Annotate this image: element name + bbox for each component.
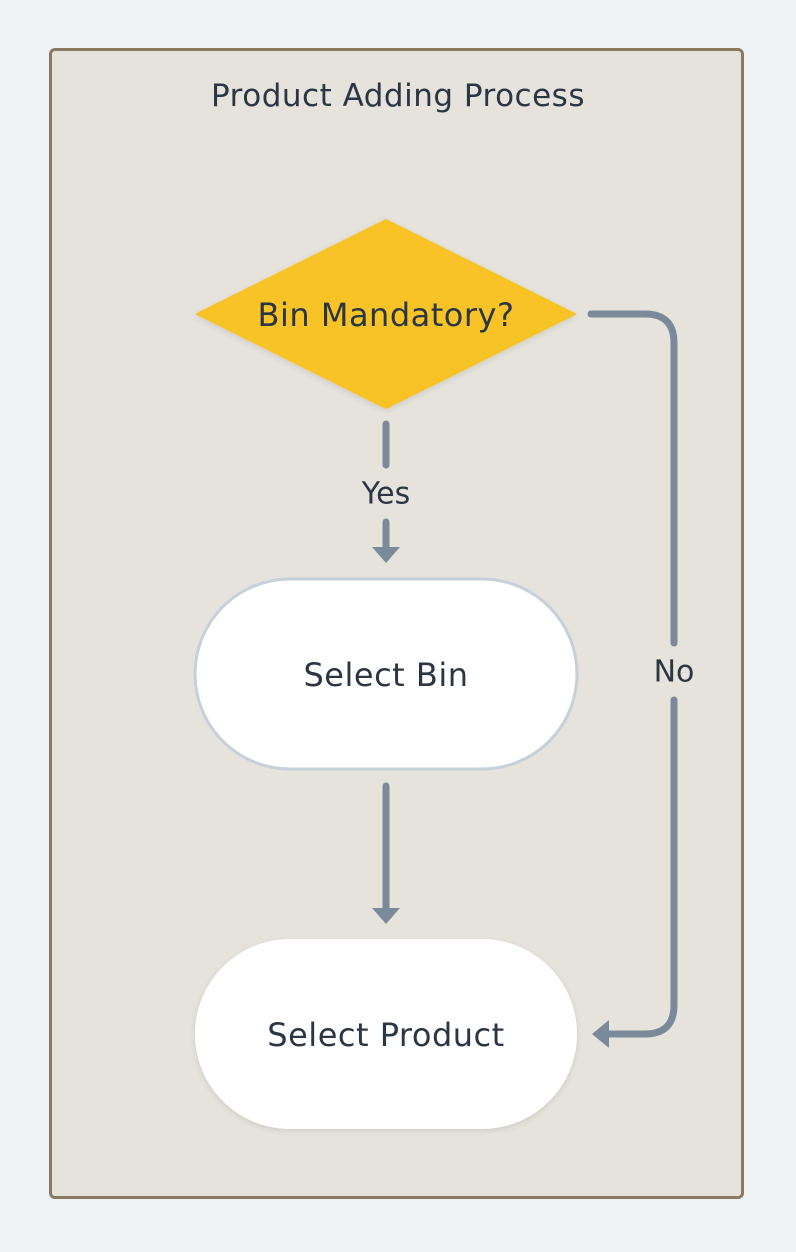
edge-no-arrowhead [592,1020,609,1048]
edge-no-upper [587,310,678,647]
diagram-title: Product Adding Process [211,78,585,114]
select-bin-label: Select Bin [303,656,469,694]
edge-yes-label: Yes [361,476,411,512]
decision-node[interactable] [196,219,576,409]
edge-no-lower [601,696,678,1038]
decision-label: Bin Mandatory? [257,296,515,334]
edge-no-label: No [653,654,695,690]
edge-yes-arrowhead [372,547,400,563]
select-product-node[interactable] [195,939,577,1129]
select-product-label: Select Product [267,1016,505,1054]
edge-bin-to-product-arrowhead [372,908,400,924]
select-bin-node[interactable] [193,577,579,771]
